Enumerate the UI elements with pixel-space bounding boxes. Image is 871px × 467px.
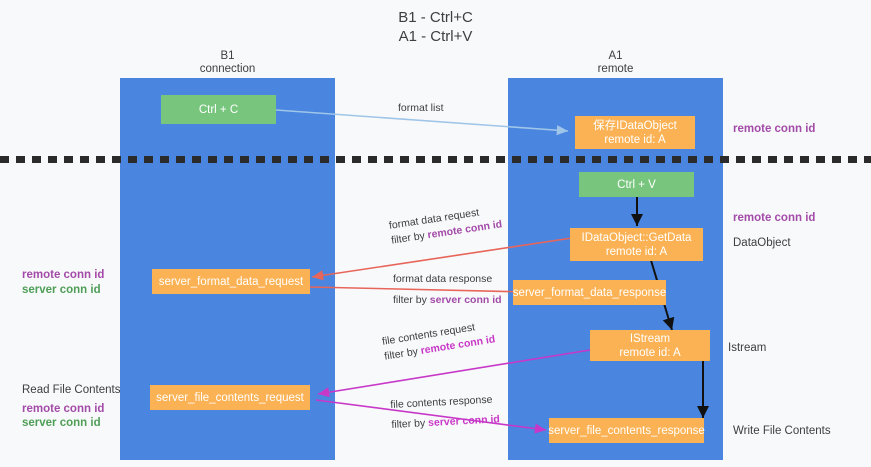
edge-label-fdresp-line1: format data response — [393, 273, 493, 285]
node-sfdreq-label: server_format_data_request — [158, 275, 304, 288]
node-getdata-line2: remote id: A — [605, 245, 668, 258]
edge-label-file-contents-request: file contents request filter by remote c… — [381, 317, 496, 364]
column-header-a1-role: remote — [597, 63, 634, 75]
edge-label-fdresp-emphasis: server conn id — [429, 294, 502, 306]
node-sfdresp-label: server_format_data_response — [512, 286, 667, 299]
node-server-format-data-response[interactable]: server_format_data_response — [513, 280, 666, 305]
column-header-b1-role: connection — [199, 63, 256, 75]
node-save-idataobject-line2: remote id: A — [604, 133, 666, 146]
edge-label-fcresp-line1: file contents response — [390, 393, 493, 411]
annotation-istream: Istream — [728, 342, 767, 354]
annotation-left-remote-conn-id: remote conn id — [22, 269, 105, 281]
node-idataobject-getdata[interactable]: IDataObject::GetData remote id: A — [570, 228, 703, 261]
annotation-left-server-conn-id: server conn id — [22, 284, 101, 296]
node-ctrl-v-label: Ctrl + V — [617, 178, 656, 191]
node-server-format-data-request[interactable]: server_format_data_request — [152, 269, 310, 294]
column-header-a1-name: A1 — [608, 50, 623, 62]
node-server-file-contents-request[interactable]: server_file_contents_request — [150, 385, 310, 410]
annotation-remote-conn-id-mid: remote conn id — [733, 212, 816, 224]
annotation-bottom-server-conn-id: server conn id — [22, 417, 101, 429]
node-sfcreq-label: server_file_contents_request — [156, 391, 304, 404]
node-getdata-line1: IDataObject::GetData — [581, 231, 692, 244]
edge-label-format-data-request: format data request filter by remote con… — [388, 202, 503, 248]
annotation-dataobject: DataObject — [733, 237, 791, 249]
title-line-2: A1 - Ctrl+V — [398, 28, 473, 45]
edge-label-fdresp-prefix: filter by — [393, 294, 430, 306]
node-istream-line2: remote id: A — [619, 346, 681, 359]
edge-label-file-contents-response: file contents response filter by server … — [390, 392, 500, 433]
node-sfcresp-label: server_file_contents_response — [548, 424, 705, 437]
edge-label-format-list: format list — [398, 102, 444, 114]
diagram-title: B1 - Ctrl+C A1 - Ctrl+V — [0, 8, 871, 46]
annotation-bottom-remote-conn-id: remote conn id — [22, 403, 105, 415]
phase-divider — [0, 156, 871, 163]
column-header-a1: A1 remote — [508, 50, 723, 76]
node-istream-line1: IStream — [629, 332, 671, 345]
node-ctrl-v[interactable]: Ctrl + V — [579, 172, 694, 197]
column-header-b1-name: B1 — [220, 50, 235, 62]
node-save-idataobject[interactable]: 保存IDataObject remote id: A — [575, 116, 695, 149]
edge-label-fcresp-emphasis: server conn id — [427, 413, 501, 430]
title-line-1: B1 - Ctrl+C — [398, 9, 473, 26]
node-istream[interactable]: IStream remote id: A — [590, 330, 710, 361]
edge-label-format-data-response: format data response filter by server co… — [393, 272, 502, 308]
annotation-write-file-contents: Write File Contents — [733, 425, 831, 437]
edge-label-fcresp-prefix: filter by — [391, 417, 429, 431]
node-ctrl-c[interactable]: Ctrl + C — [161, 95, 276, 124]
annotation-read-file-contents: Read File Contents — [22, 384, 121, 396]
node-ctrl-c-label: Ctrl + C — [198, 103, 239, 116]
column-header-b1: B1 connection — [120, 50, 335, 76]
annotation-remote-conn-id-top: remote conn id — [733, 123, 816, 135]
edge-label-fdresp-line2: filter by server conn id — [393, 293, 502, 308]
node-server-file-contents-response[interactable]: server_file_contents_response — [548, 418, 705, 443]
edge-label-fcresp-line2: filter by server conn id — [391, 412, 500, 433]
node-save-idataobject-line1: 保存IDataObject — [593, 119, 677, 132]
edge-label-fdreq-prefix: filter by — [390, 229, 429, 247]
